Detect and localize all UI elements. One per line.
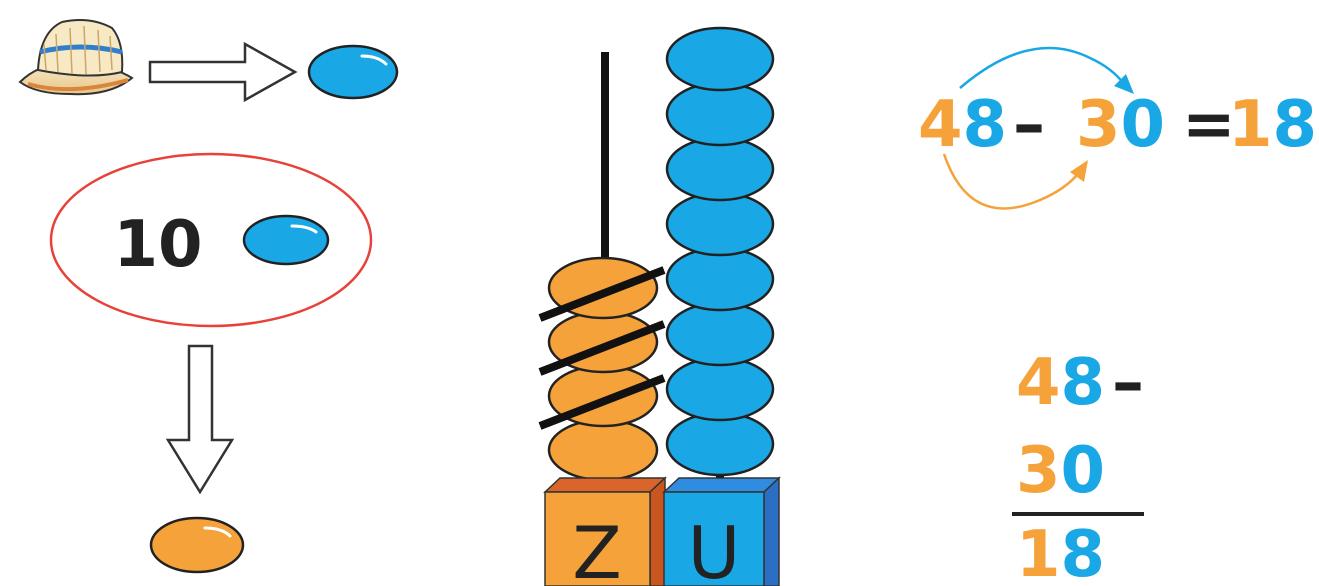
eq-a-tens: 4 (918, 88, 963, 162)
unit-bead (665, 191, 775, 257)
units-column-box: U (662, 476, 781, 586)
tens-arrow-icon (942, 153, 1079, 210)
col-a-tens: 4 (1016, 346, 1061, 420)
col-b-units: 0 (1061, 434, 1106, 508)
col-r-tens: 1 (1016, 518, 1061, 586)
eq-r-units: 8 (1273, 88, 1318, 162)
svg-text:30: 30 (1016, 434, 1105, 508)
column-subtraction: 48 – 30 18 (1012, 346, 1144, 586)
eq-r-tens: 1 (1228, 88, 1273, 162)
orange-bead-icon (149, 516, 245, 574)
blue-bead-icon (242, 214, 330, 266)
unit-bead (665, 356, 775, 422)
units-column-label: U (688, 511, 741, 586)
unit-bead (665, 26, 775, 92)
unit-bead (665, 246, 775, 312)
svg-text:18: 18 (1016, 518, 1105, 586)
eq-a-units: 8 (963, 88, 1008, 162)
cross-marks (538, 266, 666, 430)
svg-text:30: 30 (1076, 88, 1165, 162)
eq-equals: = (1182, 88, 1236, 162)
ten-label: 10 (113, 208, 202, 282)
unit-bead (665, 301, 775, 367)
col-minus: – (1112, 346, 1144, 420)
col-a-units: 8 (1061, 346, 1106, 420)
unit-beads (665, 26, 775, 477)
hat-icon (18, 19, 134, 96)
col-r-units: 8 (1061, 518, 1106, 586)
eq-b-tens: 3 (1076, 88, 1121, 162)
unit-bead (665, 81, 775, 147)
unit-bead (665, 411, 775, 477)
sum-line (1012, 512, 1144, 516)
tens-column-label: Z (572, 511, 621, 586)
svg-text:48: 48 (1016, 346, 1105, 420)
eq-b-units: 0 (1121, 88, 1166, 162)
horizontal-equation: 48 – 30 = 18 (918, 46, 1317, 210)
cross-mark (538, 374, 666, 430)
blue-bead-icon (307, 44, 399, 100)
svg-text:48: 48 (918, 88, 1007, 162)
ten-equals-bead-group: 10 (49, 152, 373, 328)
cross-mark (538, 320, 666, 376)
units-arrow-icon (959, 46, 1125, 89)
abacus: Z U (538, 26, 781, 586)
right-arrow-icon (148, 41, 298, 103)
unit-bead (665, 136, 775, 202)
down-arrow-icon (165, 344, 235, 495)
eq-minus: – (1013, 88, 1045, 162)
cross-mark (538, 266, 666, 322)
tens-bead (547, 418, 659, 482)
tens-column-box: Z (543, 476, 667, 586)
svg-text:18: 18 (1228, 88, 1317, 162)
col-b-tens: 3 (1016, 434, 1061, 508)
